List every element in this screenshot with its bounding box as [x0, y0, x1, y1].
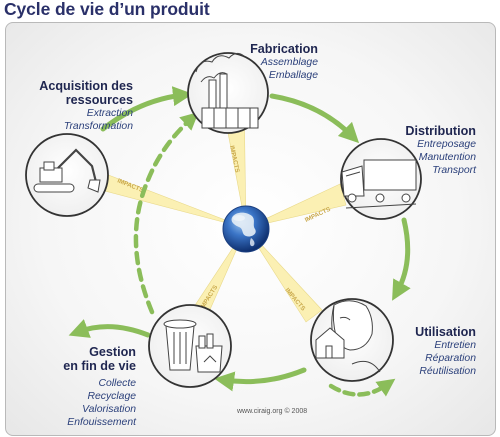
stage-sub: Enfouissement	[67, 417, 136, 428]
arrow-utilisation-to-fin-de-vie	[214, 367, 307, 392]
impact-beams	[97, 96, 347, 331]
stage-sub: Assemblage	[260, 57, 318, 68]
stage-sub: Emballage	[268, 70, 318, 81]
stage-sub: Transformation	[63, 121, 133, 132]
page-title: Cycle de vie d’un produit	[4, 0, 210, 19]
stage-title: Distribution	[405, 124, 476, 138]
stage-circle-acquisition	[25, 133, 109, 217]
stage-title: Gestion	[89, 345, 136, 359]
stage-title: Fabrication	[250, 42, 318, 56]
cycle-arrows	[68, 86, 411, 397]
stage-sub: Extraction	[86, 108, 133, 119]
recycling-bins-icon	[163, 319, 223, 373]
arrow-acquisition-to-fabrication	[100, 86, 193, 132]
stage-sub: Entretien	[434, 340, 476, 351]
truck-icon	[341, 159, 417, 209]
arrow-distribution-to-utilisation	[392, 217, 411, 301]
stage-distribution: Distribution Entreposage Manutention Tra…	[360, 124, 476, 177]
stage-title: en fin de vie	[63, 359, 136, 373]
globe-icon	[222, 205, 270, 253]
stage-sub: Valorisation	[82, 404, 136, 415]
copyright-text: www.ciraig.org © 2008	[237, 408, 308, 415]
person-house-icon	[315, 300, 381, 373]
arrow-fabrication-to-distribution	[269, 93, 360, 144]
stage-fabrication: Fabrication Assemblage Emballage	[228, 42, 318, 82]
stage-sub: Réparation	[425, 353, 476, 364]
stage-title: ressources	[65, 93, 133, 107]
stage-acquisition: Acquisition des ressources Extraction Tr…	[18, 79, 133, 133]
stage-utilisation: Utilisation Entretien Réparation Réutili…	[384, 325, 476, 378]
arrow-reuse-loop	[328, 378, 396, 397]
factory-icon	[195, 52, 259, 129]
arrow-recycling-loop	[133, 111, 199, 315]
stage-sub: Entreposage	[417, 139, 476, 150]
impact-beam-utilisation	[245, 227, 323, 323]
stage-title: Utilisation	[415, 325, 476, 339]
stage-sub: Manutention	[418, 152, 476, 163]
arrow-fin-de-vie-exit	[68, 319, 151, 338]
stage-fin-de-vie: Gestion en fin de vie Collecte Recyclage…	[36, 345, 136, 429]
stage-sub: Réutilisation	[419, 366, 476, 377]
impact-beam-distribution	[245, 183, 347, 229]
stage-sub: Collecte	[98, 378, 136, 389]
stage-sub: Recyclage	[87, 391, 136, 402]
stage-title: Acquisition des	[39, 79, 133, 93]
excavator-icon	[33, 148, 101, 193]
stage-sub: Transport	[432, 165, 476, 176]
